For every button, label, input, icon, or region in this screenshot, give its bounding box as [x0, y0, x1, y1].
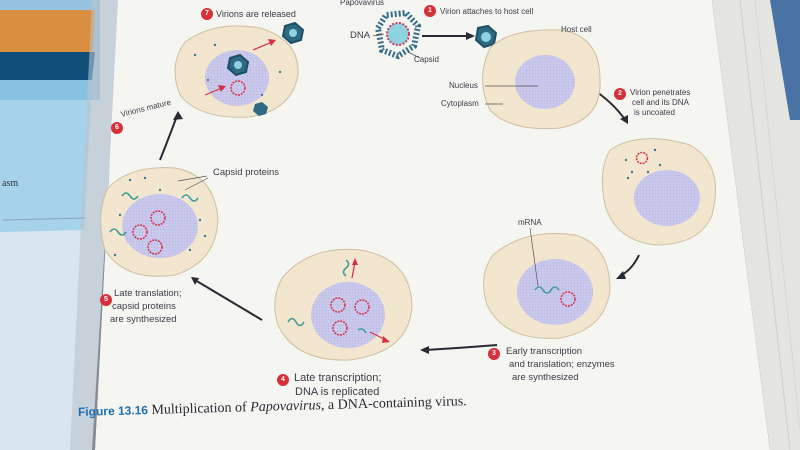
step-5-text-line-1: Late translation;	[114, 288, 182, 299]
step-3-text-line-1: Early transcription	[506, 346, 583, 357]
step-3-text-line-3: are synthesized	[512, 372, 579, 383]
step-7-text: Virions are released	[216, 9, 296, 19]
step-4-text-line-1: Late transcription;	[294, 372, 382, 384]
left-page-orange-band	[0, 10, 95, 52]
step-2-text-line-3: is uncoated	[634, 108, 675, 117]
step-1-badge: 1	[424, 5, 436, 17]
book-cover	[770, 0, 800, 120]
step-4-badge: 4	[277, 374, 289, 386]
step-6-badge: 6	[111, 122, 123, 134]
step-3-text-line-2: and translation; enzymes	[509, 359, 615, 370]
page-edge-line	[754, 0, 800, 431]
cell-step-2	[601, 138, 716, 246]
cell-step-7	[174, 21, 305, 118]
arrow-3-to-4	[424, 344, 498, 351]
cell-step-3	[483, 227, 611, 339]
caption-suffix: , a DNA-containing virus.	[320, 394, 467, 414]
host-cell-label: Host cell	[561, 25, 592, 34]
nucleus-label: Nucleus	[449, 81, 478, 90]
dna-label: DNA	[350, 30, 371, 41]
caption-prefix: Multiplication of	[151, 400, 251, 418]
step-3-badge: 3	[488, 348, 500, 360]
figure-number: Figure 13.16	[77, 403, 149, 419]
capsid-proteins-label: Capsid proteins	[213, 167, 280, 178]
cell-step-5	[100, 167, 219, 277]
arrow-4-to-5	[194, 279, 263, 321]
book-gutter	[70, 0, 118, 450]
step-2-badge: 2	[614, 88, 626, 100]
cytoplasm-label: Cytoplasm	[441, 99, 479, 108]
page-edge-line	[739, 0, 791, 450]
step-1-text: Virion attaches to host cell	[440, 7, 534, 16]
step-2-text-line-2: cell and its DNA	[632, 98, 689, 107]
left-page-dark-band	[0, 52, 95, 80]
step-4-text-line-2: DNA is replicated	[295, 386, 380, 398]
step-5-text-line-3: are synthesized	[110, 314, 177, 325]
mrna-label: mRNA	[518, 218, 542, 227]
capsid-label: Capsid	[414, 55, 439, 64]
caption-italic: Papovavirus	[250, 398, 322, 416]
step-5-badge: 5	[100, 294, 112, 306]
cell-step-4	[274, 248, 413, 361]
virion-attaching	[474, 24, 498, 49]
left-page-light-band	[0, 80, 92, 232]
left-page-word: asm	[2, 178, 19, 189]
step-5-text-line-2: capsid proteins	[112, 301, 176, 312]
cell-step-1	[482, 29, 601, 130]
arrow-heads	[173, 32, 628, 354]
papovavirus-label: Papovavirus	[340, 0, 385, 7]
step-7-badge: 7	[201, 8, 213, 20]
left-page-rule	[1, 217, 86, 221]
step-2-text-line-1: Virion penetrates	[630, 88, 691, 97]
papovavirus-legend-virion	[372, 9, 422, 60]
